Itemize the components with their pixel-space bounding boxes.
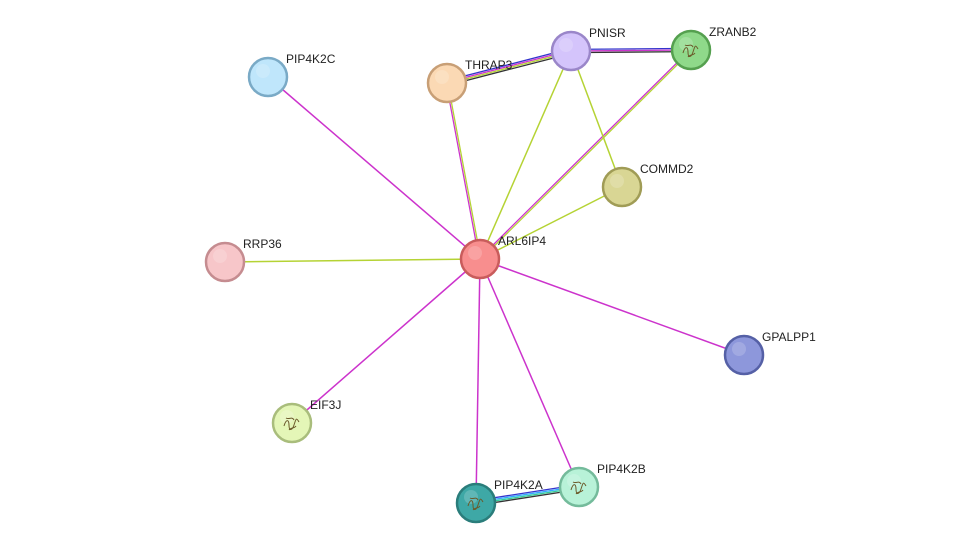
- edge-evidence-line: [479, 50, 572, 260]
- protein-structure-icon: [283, 417, 300, 431]
- node-highlight: [732, 342, 746, 356]
- node-highlight: [280, 410, 294, 424]
- node-highlight: [256, 64, 270, 78]
- node-circle: [271, 402, 313, 444]
- node-highlight: [464, 490, 478, 504]
- edge-evidence-line: [478, 48, 691, 259]
- edge-evidence-line: [479, 258, 745, 356]
- node-circle: [247, 56, 289, 98]
- node-label: PIP4K2B: [597, 462, 646, 476]
- edge-evidence-line: [570, 50, 623, 188]
- edge-arl6ip4-pip4k2b[interactable]: [479, 258, 580, 488]
- node-circle: [426, 62, 468, 104]
- protein-structure-icon: [682, 44, 699, 58]
- edge-arl6ip4-pip4k2c[interactable]: [267, 76, 481, 260]
- edge-evidence-line: [479, 258, 580, 488]
- node-commd2[interactable]: COMMD2: [601, 162, 694, 208]
- edge-evidence-line: [447, 51, 572, 85]
- node-label: EIF3J: [310, 398, 341, 412]
- node-circle: [204, 241, 246, 283]
- node-gpalpp1[interactable]: GPALPP1: [723, 330, 816, 376]
- edge-evidence-line: [475, 258, 481, 504]
- node-highlight: [679, 37, 693, 51]
- protein-structure-icon: [467, 497, 484, 511]
- edge-evidence-line: [480, 50, 693, 261]
- node-zranb2[interactable]: ZRANB2: [670, 25, 757, 71]
- edge-arl6ip4-eif3j[interactable]: [291, 258, 481, 424]
- node-label: GPALPP1: [762, 330, 816, 344]
- node-label: PNISR: [589, 26, 626, 40]
- protein-structure-icon: [570, 481, 587, 495]
- node-label: COMMD2: [640, 162, 694, 176]
- node-pnisr[interactable]: PNISR: [550, 26, 626, 72]
- node-eif3j[interactable]: EIF3J: [271, 398, 341, 444]
- edge-arl6ip4-rrp36[interactable]: [224, 258, 481, 263]
- edge-arl6ip4-pnisr[interactable]: [479, 50, 572, 260]
- edge-evidence-line: [445, 83, 480, 260]
- edge-evidence-line: [447, 82, 482, 259]
- edge-arl6ip4-gpalpp1[interactable]: [479, 258, 745, 356]
- node-rrp36[interactable]: RRP36: [204, 237, 282, 283]
- node-highlight: [468, 246, 482, 260]
- edge-evidence-line: [267, 76, 481, 260]
- node-circle: [455, 482, 497, 524]
- node-label: THRAP3: [465, 58, 513, 72]
- node-highlight: [559, 38, 573, 52]
- edge-evidence-line: [447, 52, 572, 86]
- node-circle: [550, 30, 592, 72]
- edge-evidence-line: [479, 186, 623, 260]
- node-label: PIP4K2A: [494, 478, 543, 492]
- node-circle: [723, 334, 765, 376]
- edge-arl6ip4-zranb2[interactable]: [478, 48, 693, 261]
- node-label: ZRANB2: [709, 25, 757, 39]
- edge-arl6ip4-pip4k2a[interactable]: [475, 258, 481, 504]
- nodes-layer: ARL6IP4 PIP4K2C THRAP3 PNISR ZRANB2COMMD2RRP…: [204, 25, 816, 524]
- node-circle: [601, 166, 643, 208]
- edge-evidence-line: [291, 258, 481, 424]
- edge-arl6ip4-commd2[interactable]: [479, 186, 623, 260]
- node-label: ARL6IP4: [498, 234, 546, 248]
- edge-evidence-line: [446, 48, 571, 82]
- node-label: RRP36: [243, 237, 282, 251]
- node-circle: [558, 466, 600, 508]
- edge-thrap3-pnisr[interactable]: [446, 48, 572, 86]
- node-highlight: [567, 474, 581, 488]
- node-highlight: [610, 174, 624, 188]
- node-highlight: [213, 249, 227, 263]
- node-highlight: [435, 70, 449, 84]
- node-arl6ip4[interactable]: ARL6IP4: [459, 234, 546, 280]
- node-circle: [670, 29, 712, 71]
- node-thrap3[interactable]: THRAP3: [426, 58, 513, 104]
- node-label: PIP4K2C: [286, 52, 336, 66]
- node-pip4k2b[interactable]: PIP4K2B: [558, 462, 646, 508]
- edge-evidence-line: [446, 49, 571, 83]
- node-pip4k2a[interactable]: PIP4K2A: [455, 478, 543, 524]
- edge-arl6ip4-thrap3[interactable]: [445, 82, 482, 260]
- node-circle: [459, 238, 501, 280]
- node-pip4k2c[interactable]: PIP4K2C: [247, 52, 336, 98]
- edge-evidence-line: [224, 258, 481, 263]
- edge-pnisr-commd2[interactable]: [570, 50, 623, 188]
